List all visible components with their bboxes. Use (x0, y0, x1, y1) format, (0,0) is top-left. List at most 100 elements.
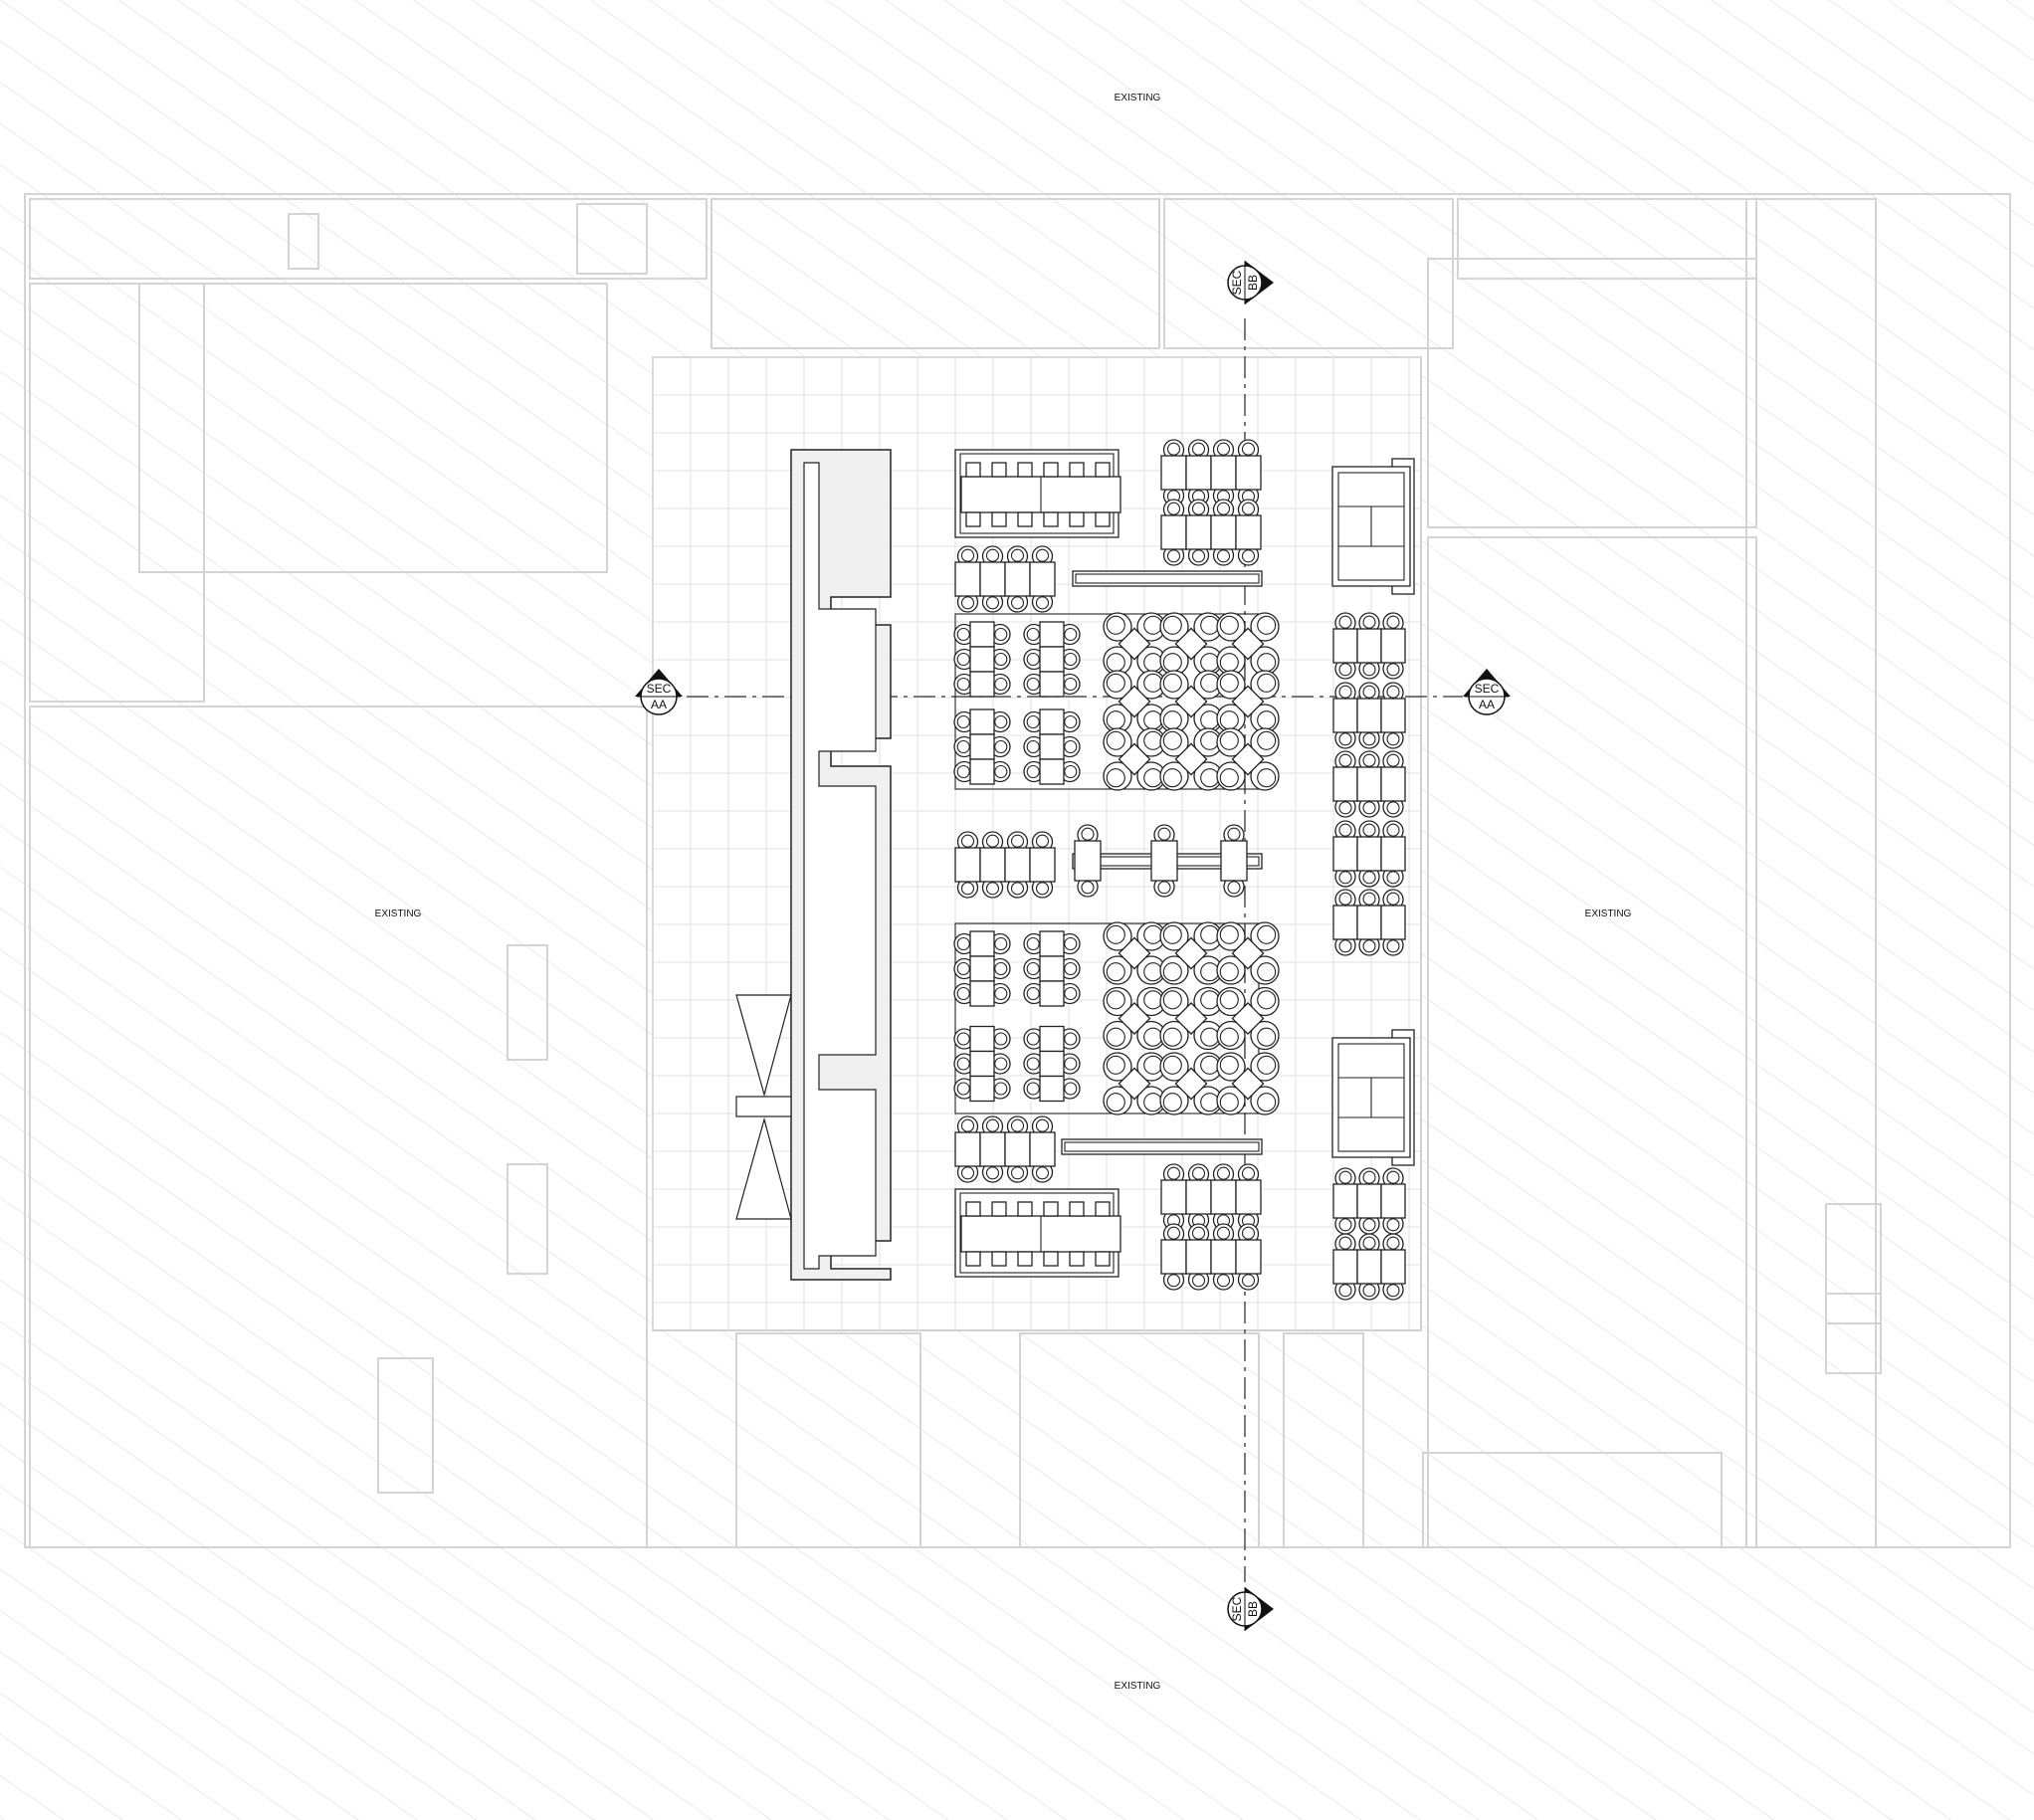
chair-icon (1250, 727, 1280, 757)
table (969, 930, 995, 957)
table (979, 1131, 1006, 1167)
table-cluster (1216, 1052, 1280, 1115)
table (1004, 561, 1031, 597)
table (1118, 742, 1151, 776)
chair-icon (991, 511, 1007, 527)
table-stack (953, 708, 1011, 785)
table (1174, 627, 1208, 661)
table (969, 708, 995, 735)
table-stack (953, 621, 1011, 698)
table (1029, 847, 1056, 883)
chair-icon (1250, 1052, 1280, 1082)
table (1174, 1002, 1208, 1035)
table (1332, 836, 1358, 872)
table (1004, 1131, 1031, 1167)
table (1185, 455, 1212, 491)
chair-icon (965, 511, 981, 527)
table (1118, 1067, 1151, 1101)
table (1118, 936, 1151, 970)
chair-icon (1216, 921, 1246, 951)
table-cluster (1103, 921, 1166, 985)
chair-icon (1159, 1086, 1189, 1115)
long-table-top (954, 449, 1121, 538)
chair-icon (1043, 1201, 1059, 1217)
table (1039, 955, 1065, 982)
table (1231, 1067, 1265, 1101)
long-table-bottom (954, 1188, 1121, 1278)
chair-icon (1250, 1086, 1280, 1115)
table-row (1332, 820, 1406, 888)
table (1185, 1179, 1212, 1215)
table (1039, 671, 1065, 698)
table (1210, 514, 1237, 550)
table (1039, 758, 1065, 785)
table (1235, 1239, 1262, 1275)
table (1380, 1249, 1406, 1285)
sofa (1331, 1029, 1415, 1166)
table-cluster (1216, 986, 1280, 1051)
table (1150, 840, 1178, 882)
entrance-doors-icon (735, 994, 792, 1220)
chair-icon (1159, 1052, 1189, 1082)
chair-icon (1159, 727, 1189, 757)
marker-text: SEC (1230, 270, 1244, 295)
table (1332, 628, 1358, 664)
table-row (954, 1115, 1056, 1183)
table (1356, 905, 1382, 940)
chair-icon (1103, 761, 1132, 791)
table (1174, 1067, 1208, 1101)
chair-icon (1216, 670, 1246, 700)
table-row (1160, 1223, 1262, 1291)
table-stack (1023, 621, 1081, 698)
table (1039, 980, 1065, 1007)
table-stack (1023, 708, 1081, 785)
table (1220, 840, 1248, 882)
chair-icon (1069, 511, 1085, 527)
table (1356, 836, 1382, 872)
table (1160, 455, 1187, 491)
table-cluster (1103, 727, 1166, 791)
counter (1072, 570, 1263, 587)
table (1356, 766, 1382, 802)
label-existing-right: EXISTING (1585, 909, 1632, 919)
chair-icon (1043, 511, 1059, 527)
table (969, 671, 995, 698)
chair-icon (1216, 727, 1246, 757)
chair-icon (1103, 1052, 1132, 1082)
table (1174, 685, 1208, 718)
table (1231, 627, 1265, 661)
chair-icon (1250, 670, 1280, 700)
chair-icon (1250, 955, 1280, 985)
marker-text: SEC (1475, 682, 1500, 696)
table-cluster (1216, 612, 1280, 676)
table (1118, 685, 1151, 718)
table (969, 621, 995, 648)
chair-icon (1017, 1201, 1033, 1217)
chair-icon (965, 462, 981, 478)
chair-icon (1017, 1251, 1033, 1267)
chair-icon (1216, 955, 1246, 985)
table (1210, 1239, 1237, 1275)
chair-icon (1103, 727, 1132, 757)
chair-icon (1159, 670, 1189, 700)
furniture (953, 439, 1415, 1301)
table (1210, 1179, 1237, 1215)
table (1174, 742, 1208, 776)
chair-icon (1250, 986, 1280, 1017)
table (969, 955, 995, 982)
table (1231, 936, 1265, 970)
chair-icon (1069, 1251, 1085, 1267)
label-existing-top: EXISTING (1115, 93, 1161, 103)
section-marker-aa-left: SEC AA (635, 669, 683, 715)
table (1160, 1179, 1187, 1215)
table (1231, 742, 1265, 776)
chair-icon (1216, 1052, 1246, 1082)
chair-icon (1159, 955, 1189, 985)
marker-text: SEC (647, 682, 672, 696)
chair-icon (1159, 612, 1189, 642)
table-stack (1023, 930, 1081, 1007)
table (1174, 936, 1208, 970)
chair-icon (965, 1201, 981, 1217)
chair-icon (1095, 1201, 1111, 1217)
table-cluster (1159, 670, 1223, 733)
